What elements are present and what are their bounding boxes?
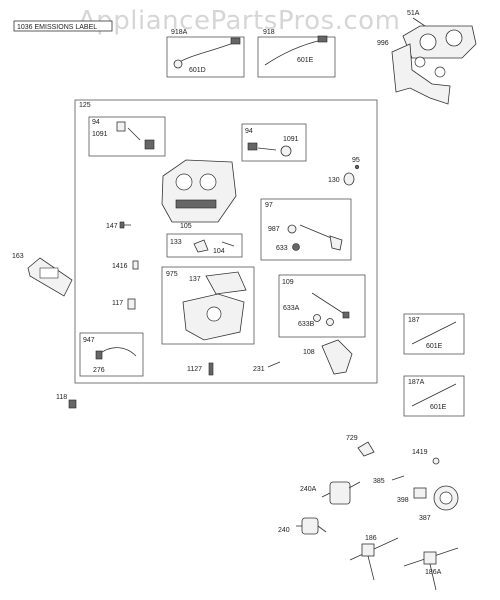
label-1091-right: 1091 — [283, 136, 299, 143]
shield-996: 996 — [377, 40, 451, 105]
label-187a: 187A — [408, 379, 425, 386]
label-118: 118 — [56, 394, 67, 401]
label-729: 729 — [346, 435, 358, 442]
label-633b: 633B — [298, 321, 315, 328]
label-133: 133 — [170, 239, 182, 246]
label-947: 947 — [83, 337, 95, 344]
label-398: 398 — [397, 497, 409, 504]
label-987: 987 — [268, 226, 280, 233]
label-163: 163 — [12, 253, 24, 260]
label-918: 918 — [263, 29, 275, 36]
label-51a: 51A — [407, 10, 420, 17]
label-130: 130 — [328, 177, 340, 184]
box-187a: 187A 601E — [403, 375, 465, 417]
label-137: 137 — [189, 276, 201, 283]
label-1127: 1127 — [187, 366, 202, 373]
label-231: 231 — [253, 366, 265, 373]
label-147: 147 — [106, 223, 118, 230]
emissions-label-text: 1036 EMISSIONS LABEL — [17, 24, 97, 31]
label-240: 240 — [278, 527, 290, 534]
part-118: 118 — [56, 394, 77, 409]
label-1091-left: 1091 — [92, 131, 108, 138]
label-95: 95 — [352, 157, 360, 164]
fuel-components: 729 1419 240A 385 398 387 240 186 186A — [278, 435, 459, 591]
label-1416: 1416 — [112, 263, 128, 270]
label-918a: 918A — [171, 29, 188, 36]
label-385: 385 — [373, 478, 385, 485]
box-918: 918 601E — [257, 29, 336, 78]
label-109: 109 — [282, 279, 294, 286]
watermark-text: AppliancePartsPros.com — [78, 6, 400, 36]
label-1419: 1419 — [412, 449, 428, 456]
label-975: 975 — [166, 271, 178, 278]
emissions-label-part: 1036 EMISSIONS LABEL — [13, 20, 113, 32]
label-94-left: 94 — [92, 119, 100, 126]
label-996: 996 — [377, 40, 389, 47]
label-186: 186 — [365, 535, 377, 542]
label-240a: 240A — [300, 486, 317, 493]
box-918a: 918A 601D — [166, 29, 245, 78]
label-187: 187 — [408, 317, 420, 324]
label-97: 97 — [265, 202, 273, 209]
label-276: 276 — [93, 367, 105, 374]
box-125-carburetor: 125 94 1091 94 1091 95 130 105 147 97 9 — [74, 99, 378, 384]
label-186a: 186A — [425, 569, 442, 576]
label-601e-low: 601E — [430, 404, 447, 411]
label-387: 387 — [419, 515, 431, 522]
box-187: 187 601E — [403, 313, 465, 355]
label-601e-mid: 601E — [426, 343, 443, 350]
label-94-right: 94 — [245, 128, 253, 135]
label-117: 117 — [112, 300, 123, 307]
label-105: 105 — [180, 223, 192, 230]
label-125: 125 — [79, 102, 91, 109]
label-601d: 601D — [189, 67, 206, 74]
gasket-163: 163 — [12, 253, 73, 297]
label-601e-top: 601E — [297, 57, 314, 64]
label-633: 633 — [276, 245, 288, 252]
label-104: 104 — [213, 248, 225, 255]
label-633a: 633A — [283, 305, 300, 312]
label-108: 108 — [303, 349, 315, 356]
gasket-51a: 51A — [402, 10, 477, 59]
